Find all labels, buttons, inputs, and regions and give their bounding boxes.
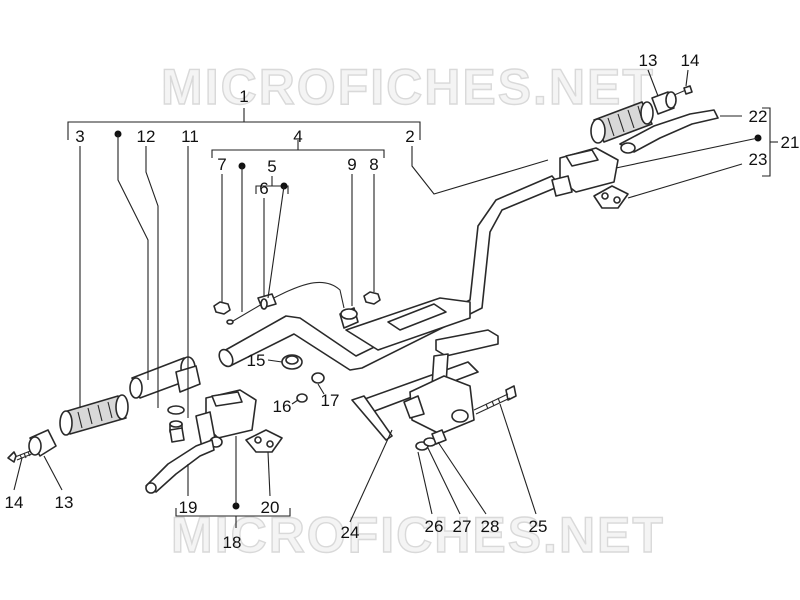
- callout-21: 21: [781, 133, 800, 152]
- right-bar-end-weight: [651, 91, 677, 115]
- callout-20: 20: [261, 498, 280, 517]
- callout-8: 8: [369, 155, 378, 174]
- callout-26: 26: [425, 517, 444, 536]
- mounting-bolt: [473, 385, 517, 415]
- callout-14-right: 14: [681, 51, 700, 70]
- leader-lines: [13, 69, 778, 528]
- callout-18: 18: [223, 533, 242, 552]
- rear-brake-master-cylinder: [195, 389, 257, 449]
- callout-4: 4: [293, 127, 302, 146]
- callout-16: 16: [273, 397, 292, 416]
- front-brake-master-cylinder: [551, 147, 619, 197]
- callout-19: 19: [179, 498, 198, 517]
- brake-cable: [226, 281, 345, 325]
- nut-and-washers: [415, 429, 447, 451]
- callout-1: 1: [239, 87, 248, 106]
- callout-17: 17: [321, 391, 340, 410]
- right-clamp: [593, 185, 629, 209]
- bushing-9: [339, 307, 359, 329]
- handlebar-tube: [218, 175, 561, 441]
- master-cylinder-screw: [169, 427, 185, 443]
- callout-13-left: 13: [55, 493, 74, 512]
- callout-25: 25: [529, 517, 548, 536]
- callout-12: 12: [137, 127, 156, 146]
- left-grip: [59, 394, 129, 436]
- callout-15: 15: [247, 351, 266, 370]
- callout-numbers: 1 2 3 4 5 6 7 8 9 11 12 13 13 14 14 15 1…: [5, 51, 800, 552]
- grommet: [281, 354, 303, 370]
- nut-8: [363, 291, 381, 305]
- callout-5: 5: [267, 157, 276, 176]
- callout-2: 2: [405, 127, 414, 146]
- small-washer-16: [296, 393, 308, 403]
- rear-brake-lever: [145, 439, 215, 494]
- callout-28: 28: [481, 517, 500, 536]
- watermark-top: MICROFICHES.NET: [161, 59, 655, 115]
- callout-3: 3: [75, 127, 84, 146]
- callout-9: 9: [347, 155, 356, 174]
- right-grip: [590, 101, 654, 144]
- callout-23: 23: [749, 150, 768, 169]
- front-brake-lever: [619, 109, 719, 154]
- left-clamp: [245, 429, 283, 453]
- small-washer-17: [311, 372, 325, 384]
- left-bar-end-weight: [28, 429, 57, 457]
- nut-7: [213, 301, 231, 315]
- callout-11: 11: [181, 127, 199, 146]
- watermark-bottom: MICROFICHES.NET: [171, 507, 665, 563]
- callout-27: 27: [453, 517, 472, 536]
- throttle-tube: [129, 356, 201, 399]
- callout-14-left: 14: [5, 493, 24, 512]
- callout-24: 24: [341, 523, 360, 542]
- callout-7: 7: [217, 155, 226, 174]
- callout-6: 6: [259, 179, 268, 198]
- callout-22: 22: [749, 107, 768, 126]
- callout-13-right: 13: [639, 51, 658, 70]
